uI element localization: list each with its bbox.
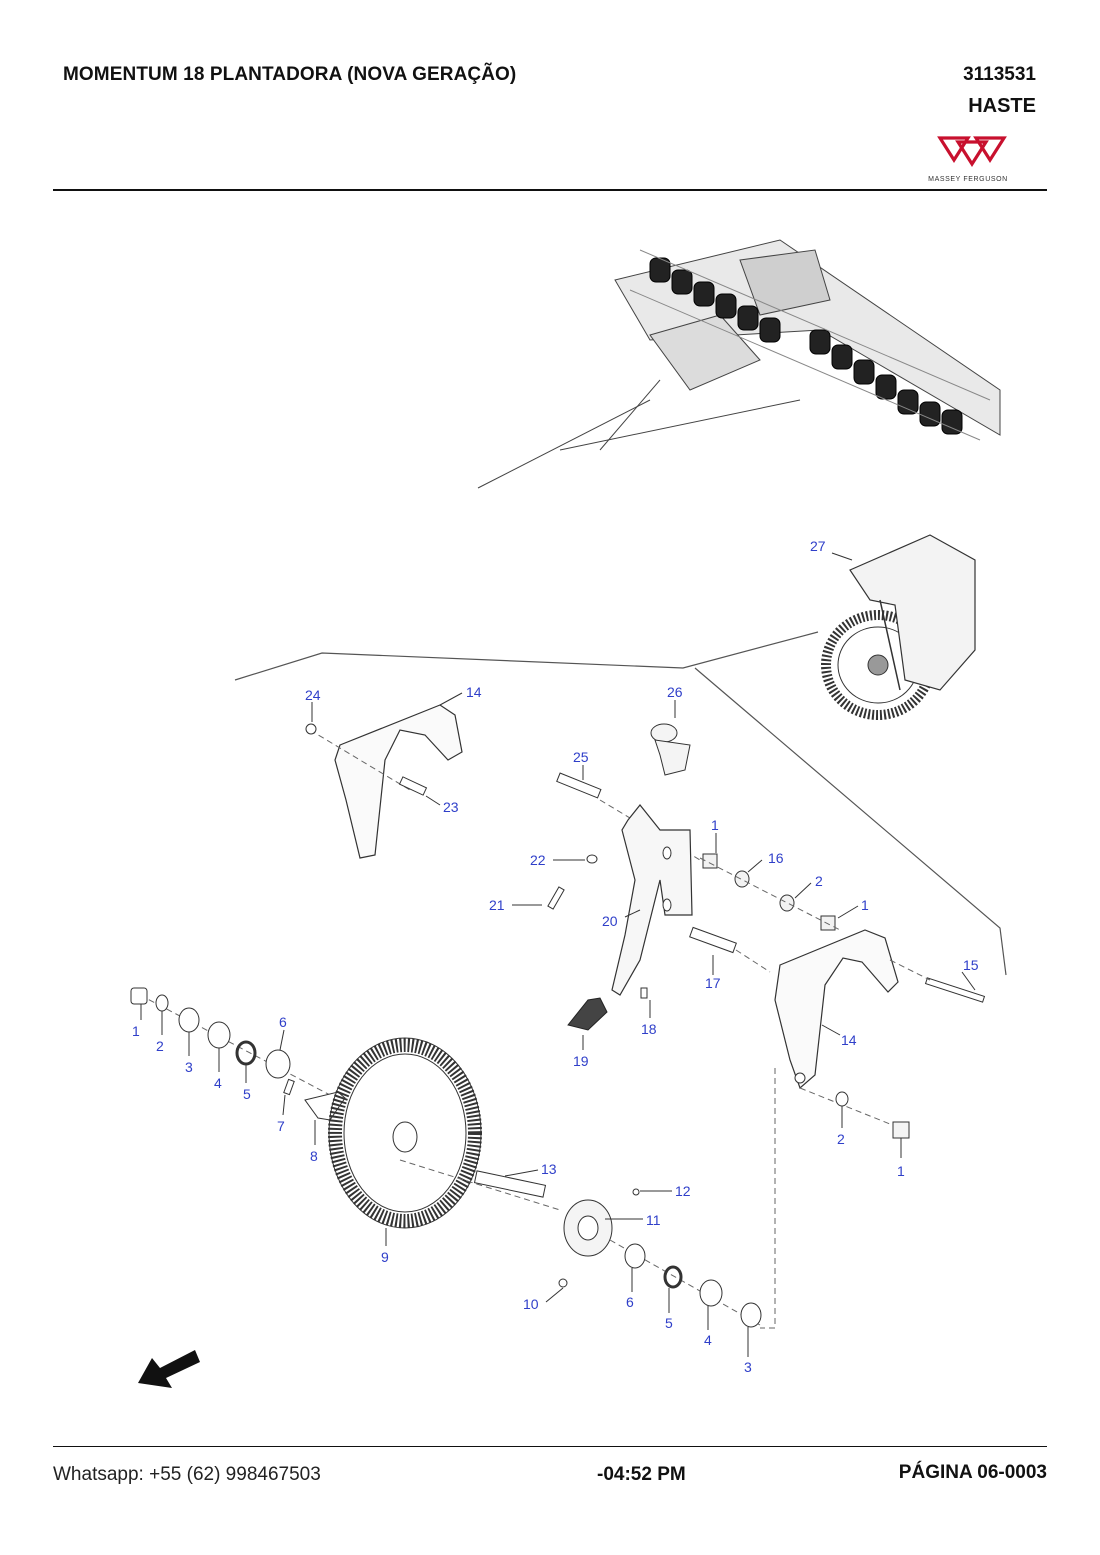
callout-17: 17 (705, 975, 721, 991)
callout-6-a: 6 (279, 1014, 287, 1030)
callout-18: 18 (641, 1021, 657, 1037)
brand-name: MASSEY FERGUSON (928, 176, 1008, 183)
callout-14-left: 14 (466, 684, 482, 700)
sensor-connector-part (650, 723, 691, 776)
callout-5-a: 5 (243, 1086, 251, 1102)
callout-10: 10 (523, 1296, 539, 1312)
massey-ferguson-logo-icon (937, 136, 1007, 167)
assembled-unit-illustration (821, 534, 976, 720)
callout-22: 22 (530, 852, 546, 868)
callout-21: 21 (489, 897, 505, 913)
callout-13: 13 (541, 1161, 557, 1177)
hub-housing-part (563, 1199, 613, 1257)
callout-5-b: 5 (665, 1315, 673, 1331)
header-divider (53, 189, 1047, 191)
callout-6-b: 6 (626, 1294, 634, 1310)
callout-15: 15 (963, 957, 979, 973)
callout-24: 24 (305, 687, 321, 703)
callout-19: 19 (573, 1053, 589, 1069)
callout-4-b: 4 (704, 1332, 712, 1348)
callout-11: 11 (646, 1212, 661, 1228)
planter-overview-illustration (477, 239, 1001, 489)
callout-12: 12 (675, 1183, 691, 1199)
side-bracket-left (334, 704, 463, 859)
callout-3-a: 3 (185, 1059, 193, 1075)
callout-20: 20 (602, 913, 618, 929)
page-number: PÁGINA 06-0003 (898, 1462, 1047, 1483)
shank-part (611, 804, 693, 996)
callout-1-b: 1 (861, 897, 869, 913)
callout-27: 27 (810, 538, 826, 554)
callout-23: 23 (443, 799, 459, 815)
callout-7: 7 (277, 1118, 285, 1134)
callout-1-d: 1 (897, 1163, 905, 1179)
callout-16: 16 (768, 850, 784, 866)
callout-2-c: 2 (837, 1131, 845, 1147)
callout-26: 26 (667, 684, 683, 700)
hardware-fasteners (702, 853, 836, 931)
callout-9: 9 (381, 1249, 389, 1265)
side-bracket-right (774, 929, 899, 1090)
timestamp: -04:52 PM (597, 1464, 686, 1485)
scraper-part (567, 997, 608, 1031)
page-title: MOMENTUM 18 PLANTADORA (NOVA GERAÇÃO) (63, 64, 517, 85)
callout-25: 25 (573, 749, 589, 765)
right-hub-stack (624, 1243, 762, 1328)
left-hub-stack (130, 987, 346, 1121)
callout-2-a: 2 (815, 873, 823, 889)
callout-1-a: 1 (711, 817, 719, 833)
footer-divider (53, 1446, 1047, 1447)
callout-2-b: 2 (156, 1038, 164, 1054)
cutting-disc-part (328, 1037, 482, 1229)
front-direction-arrow-icon (138, 1350, 200, 1388)
callout-14-right: 14 (841, 1032, 857, 1048)
part-number: 3113531 (963, 64, 1036, 85)
callout-1-c: 1 (132, 1023, 140, 1039)
callout-4-a: 4 (214, 1075, 222, 1091)
pin-part (556, 772, 602, 799)
section-title: HASTE (968, 95, 1036, 117)
callout-3-b: 3 (744, 1359, 752, 1375)
contact-info: Whatsapp: +55 (62) 998467503 (53, 1464, 321, 1485)
outline-lines (234, 631, 1007, 976)
callout-8: 8 (310, 1148, 318, 1164)
